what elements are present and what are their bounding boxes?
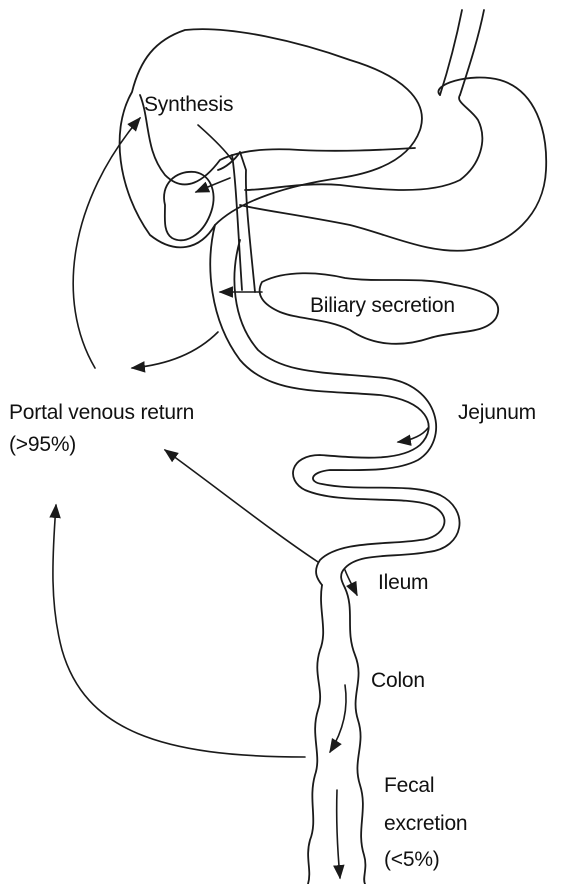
label-jejunum: Jejunum bbox=[458, 400, 536, 426]
label-biliary-secretion: Biliary secretion bbox=[310, 293, 455, 319]
stomach-inner-curve bbox=[245, 95, 482, 190]
stomach bbox=[240, 78, 546, 251]
arrow-duodenum-to-portal bbox=[132, 332, 218, 368]
label-fecal-percent: (<5%) bbox=[384, 847, 440, 873]
gallbladder bbox=[164, 172, 213, 240]
label-portal-venous-return: Portal venous return bbox=[9, 400, 194, 426]
label-colon: Colon bbox=[371, 668, 425, 694]
colon-right-wall bbox=[345, 588, 365, 884]
arrow-fecal-excretion bbox=[337, 790, 340, 878]
arrow-colon-to-portal bbox=[53, 505, 305, 757]
arrow-portal-to-synthesis bbox=[73, 118, 140, 368]
label-excretion: excretion bbox=[384, 811, 467, 837]
hepatic-duct bbox=[232, 155, 242, 290]
arrow-synthesis-to-duct bbox=[198, 125, 232, 160]
common-bile-duct bbox=[218, 152, 255, 292]
label-portal-percent: (>95%) bbox=[9, 432, 76, 458]
label-synthesis: Synthesis bbox=[144, 92, 233, 118]
label-fecal: Fecal bbox=[384, 773, 434, 799]
esophagus bbox=[440, 10, 484, 95]
label-ileum: Ileum bbox=[378, 570, 428, 596]
duodenum-outer-wall bbox=[210, 225, 444, 585]
arrow-colon-down bbox=[330, 685, 346, 752]
colon-left-wall bbox=[308, 585, 323, 884]
